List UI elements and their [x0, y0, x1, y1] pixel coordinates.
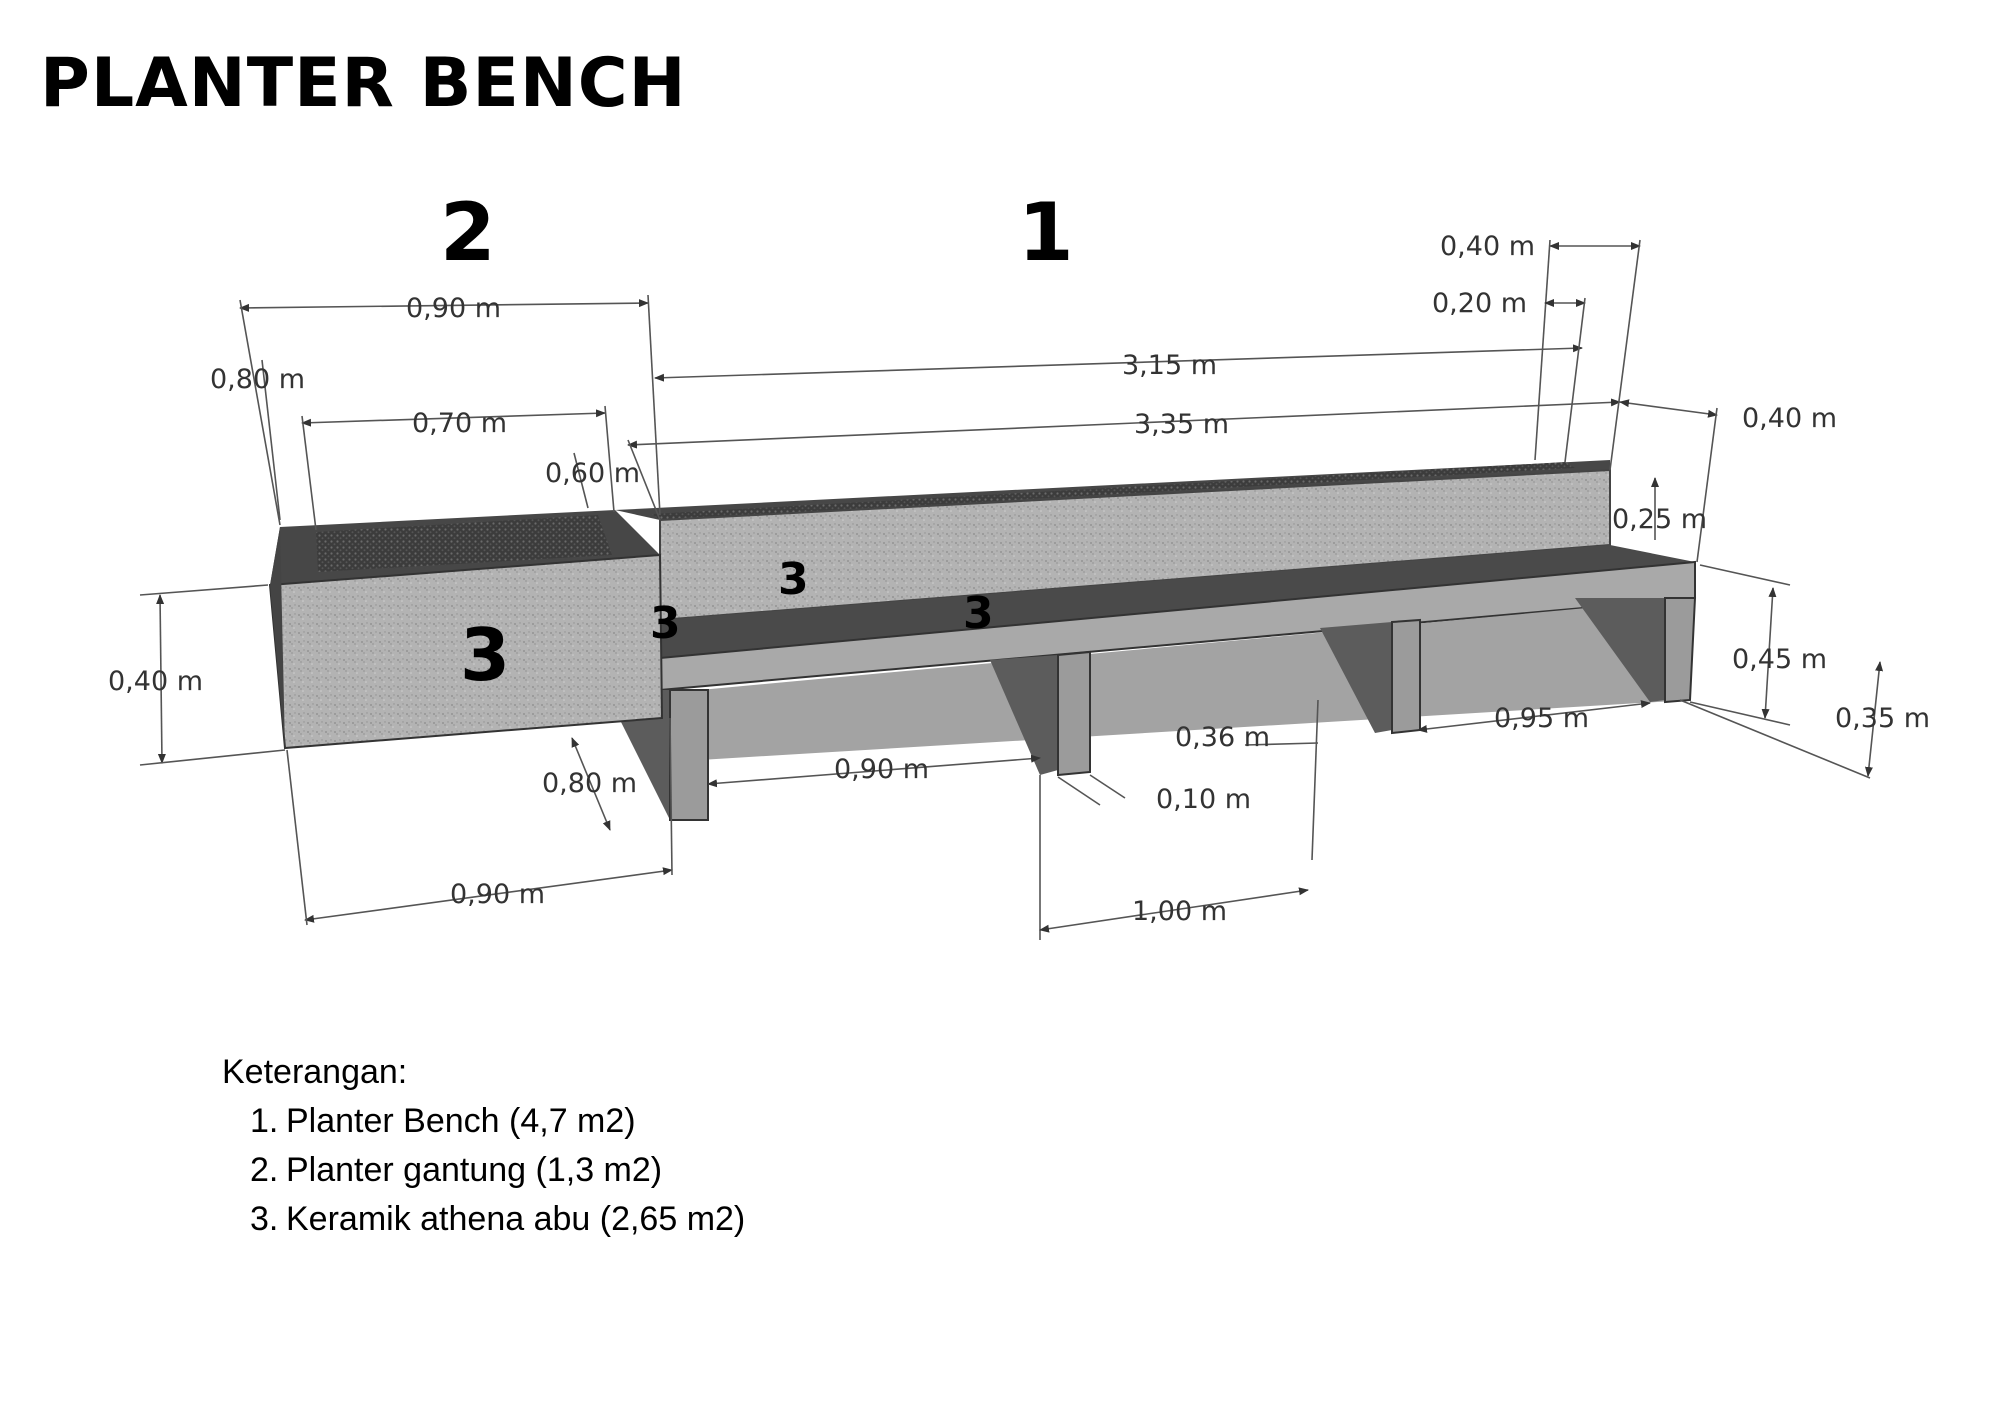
legend-item-text: Planter gantung (1,3 m2)	[286, 1151, 663, 1189]
legend-item-number: 3.	[250, 1200, 279, 1238]
dim-315: 3,15 m	[1122, 350, 1217, 381]
material-label-back: 3	[778, 554, 809, 605]
legend-item: 1. Planter Bench (4,7 m2)	[222, 1097, 745, 1146]
material-label-large: 3	[460, 613, 510, 697]
dim-040-right: 0,40 m	[1742, 403, 1837, 434]
legend-item-text: Keramik athena abu (2,65 m2)	[286, 1200, 746, 1238]
legend-item-number: 1.	[250, 1102, 279, 1140]
hanging-planter-side	[270, 527, 285, 748]
dim-036: 0,36 m	[1175, 722, 1270, 753]
legend-item-number: 2.	[250, 1151, 279, 1189]
legend-item: 3. Keramik athena abu (2,65 m2)	[222, 1195, 745, 1244]
legend-item: 2. Planter gantung (1,3 m2)	[222, 1146, 745, 1195]
dim-025: 0,25 m	[1612, 504, 1707, 535]
dimension-lines	[139, 239, 1884, 940]
dim-095: 0,95 m	[1494, 703, 1589, 734]
dim-080-bottom: 0,80 m	[542, 768, 637, 799]
bench-leg-1	[669, 689, 709, 821]
legend-item-text: Planter Bench (4,7 m2)	[286, 1102, 636, 1140]
dim-100: 1,00 m	[1132, 896, 1227, 927]
dim-040-left: 0,40 m	[108, 666, 203, 697]
bench-leg-4-side	[1575, 598, 1665, 702]
section-number-hanging: 2	[440, 186, 496, 279]
bench-leg-2-side	[990, 655, 1058, 775]
bench-leg-4	[1664, 597, 1697, 704]
bench-planter-soil	[652, 462, 1575, 520]
bench-seat-top	[660, 545, 1695, 658]
hanging-planter	[268, 510, 664, 750]
material-label-side: 3	[650, 598, 681, 649]
dim-020: 0,20 m	[1432, 288, 1527, 319]
page-title: PLANTER BENCH	[40, 44, 687, 123]
legend: Keterangan: 1. Planter Bench (4,7 m2) 2.…	[222, 1048, 745, 1244]
dim-045: 0,45 m	[1732, 644, 1827, 675]
material-label-seat: 3	[963, 588, 994, 639]
dim-035: 0,35 m	[1835, 703, 1930, 734]
legend-heading: Keterangan:	[222, 1053, 408, 1091]
hanging-planter-soil	[316, 515, 612, 572]
dim-080-left: 0,80 m	[210, 364, 305, 395]
dimension-labels: 0,90 m 0,80 m 0,70 m 0,60 m 3,15 m 3,35 …	[108, 231, 1930, 927]
dim-335: 3,35 m	[1134, 409, 1229, 440]
dim-090-mid: 0,90 m	[834, 754, 929, 785]
dim-040-top: 0,40 m	[1440, 231, 1535, 262]
hanging-planter-front	[268, 553, 664, 750]
dim-010: 0,10 m	[1156, 784, 1251, 815]
section-number-bench: 1	[1018, 186, 1074, 279]
planter-bench	[615, 460, 1697, 821]
section-numbers: 2 1 3 3 3 3	[440, 186, 1074, 697]
bench-leg-3-side	[1320, 622, 1392, 733]
dim-090-top: 0,90 m	[406, 293, 501, 324]
dim-090-bottom: 0,90 m	[450, 879, 545, 910]
bench-leg-3	[1391, 618, 1421, 735]
dim-070: 0,70 m	[412, 408, 507, 439]
bench-underside	[700, 598, 1695, 760]
dim-060: 0,60 m	[545, 458, 640, 489]
bench-leg-2	[1057, 650, 1091, 777]
